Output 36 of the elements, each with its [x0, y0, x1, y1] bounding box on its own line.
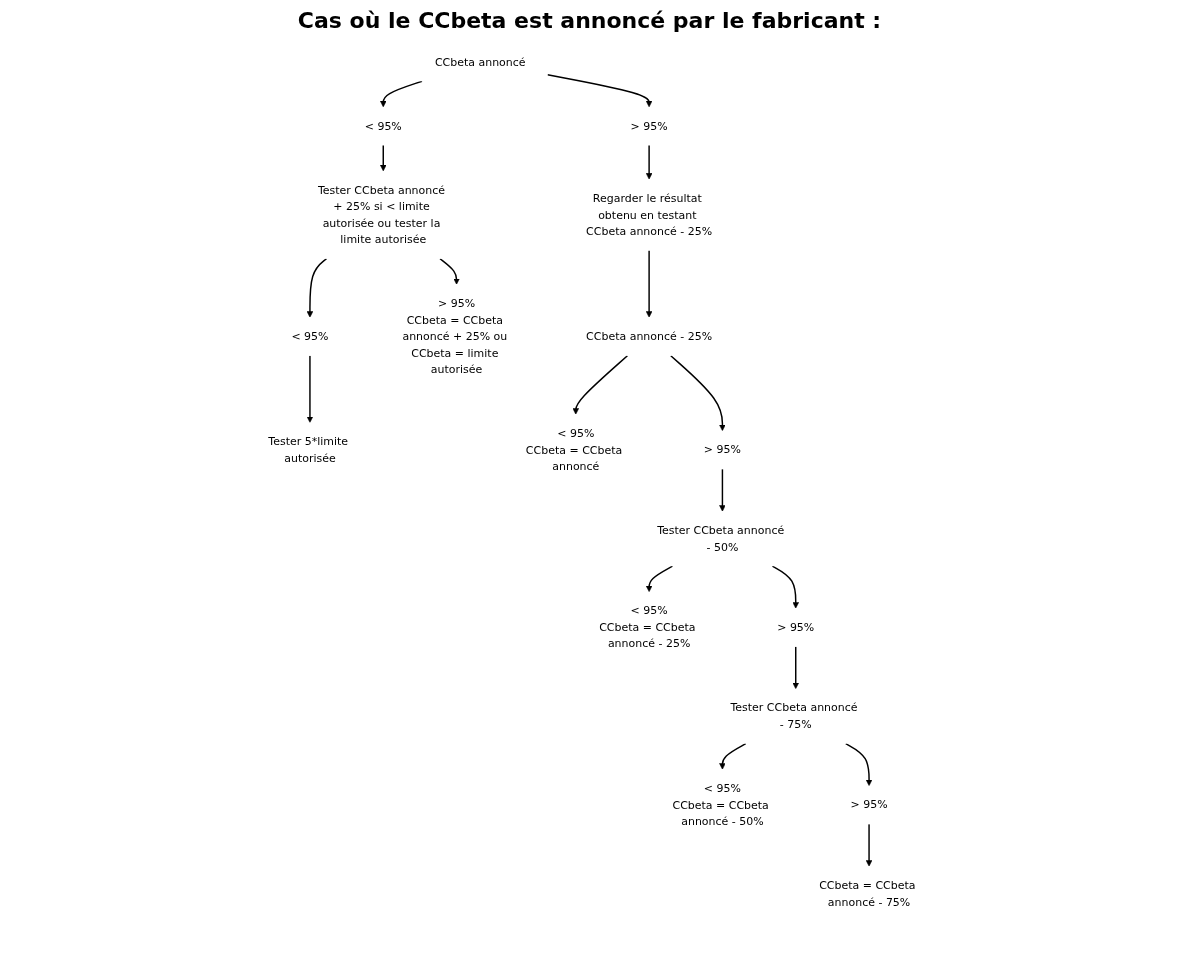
node-text: < 95% CCbeta = CCbeta annoncé: [525, 426, 623, 473]
arrow: [792, 645, 799, 690]
node-text: < 95%: [291, 329, 329, 343]
arrow: [306, 355, 314, 423]
node-text: > 95%: [703, 443, 741, 457]
node-text: CCbeta annoncé: [434, 55, 526, 69]
node-text: CCbeta annoncé - 25%: [586, 329, 713, 343]
node-text: > 95%: [850, 798, 888, 812]
node-text: Tester CCbeta annoncé - 75%: [730, 701, 858, 731]
node-text: > 95%: [630, 119, 668, 133]
node-text: CCbeta = CCbeta annoncé - 75%: [819, 878, 916, 909]
node-text: Tester 5*limite autorisée: [268, 434, 349, 465]
node-text: < 95% CCbeta = CCbeta annoncé - 25%: [599, 604, 696, 651]
node-text: > 95%: [777, 620, 815, 634]
node-text: < 95% CCbeta = CCbeta annoncé - 50%: [672, 781, 769, 828]
node-text: Tester CCbeta annoncé - 50%: [657, 523, 785, 554]
arrow: [645, 565, 674, 593]
node-text: Regarder le résultat obtenu en testant CCbeta annoncé - 25%: [586, 191, 713, 238]
arrow: [719, 468, 726, 512]
node-text: < 95%: [364, 119, 402, 133]
arrow: [439, 258, 460, 285]
arrow: [645, 249, 653, 318]
arrow: [380, 144, 387, 172]
node-text: > 95% CCbeta = CCbeta annoncé + 25% ou CCbeta = limite autorisée: [402, 296, 508, 376]
arrow: [546, 74, 653, 108]
arrow: [380, 80, 423, 108]
arrow: [865, 823, 873, 867]
arrow: [771, 565, 799, 609]
arrow: [645, 144, 653, 180]
arrow: [845, 742, 873, 787]
arrow: [306, 258, 328, 318]
arrow: [719, 742, 747, 770]
node-text: Tester CCbeta annoncé + 25% si < limite autorisée ou tester la limite autorisée: [317, 183, 446, 246]
arrow: [670, 355, 726, 432]
arrow: [572, 355, 629, 415]
diagram-title: Cas où le CCbeta est annoncé par le fabricant :: [297, 8, 882, 33]
